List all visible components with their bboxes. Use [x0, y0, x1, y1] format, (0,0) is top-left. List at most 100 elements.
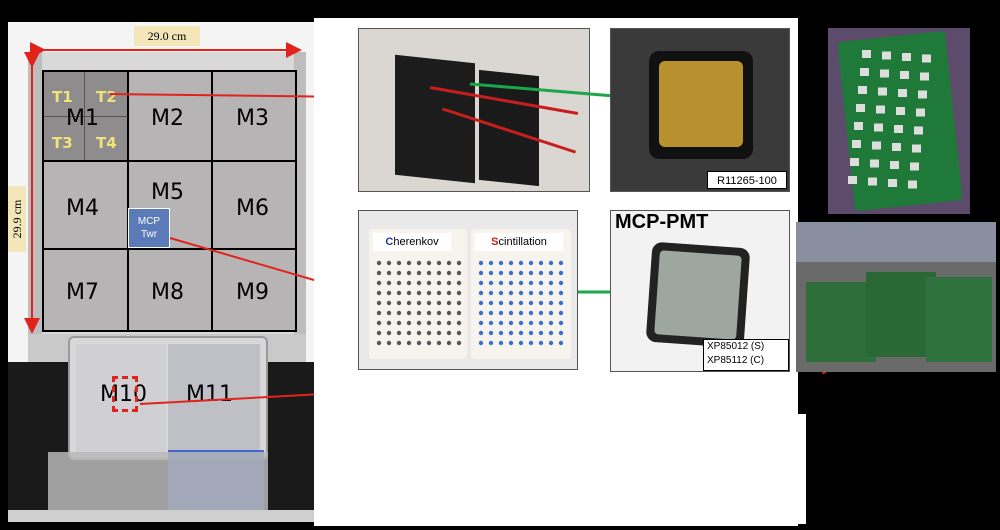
fiber-hole [508, 340, 514, 346]
fiber-hole [488, 270, 494, 276]
fiber-hole [478, 290, 484, 296]
fiber-hole [446, 300, 452, 306]
module-m10 [76, 344, 166, 454]
fiber-hole [478, 310, 484, 316]
fiber-hole [518, 280, 524, 286]
grid-line-h1 [42, 160, 297, 162]
fiber-hole [558, 340, 564, 346]
fiber-hole [528, 320, 534, 326]
fiber-hole [538, 270, 544, 276]
module-label-m10: M10 [100, 382, 147, 407]
fiber-hole [538, 300, 544, 306]
fiber-hole [498, 320, 504, 326]
module-label-m8: M8 [151, 280, 184, 305]
fiber-hole [558, 270, 564, 276]
fiber-hole [446, 310, 452, 316]
module-label-m6: M6 [236, 196, 269, 221]
tower-label-t4: T4 [96, 134, 117, 152]
sipm-chip [848, 176, 857, 184]
fiber-hole [426, 300, 432, 306]
fiber-hole [498, 260, 504, 266]
fiber-hole [528, 260, 534, 266]
module-label-m7: M7 [66, 280, 99, 305]
xp85012-label: XP85012 (S) [707, 341, 765, 352]
fiber-hole [538, 320, 544, 326]
fiber-hole [446, 260, 452, 266]
fiber-hole [376, 340, 382, 346]
width-dimension-label: 29.0 cm [134, 26, 200, 46]
sipm-chip [916, 108, 925, 117]
fiber-hole [528, 270, 534, 276]
electronics-board-3 [926, 277, 992, 362]
scintillation-label: Scintillation [475, 233, 563, 251]
sipm-chip [890, 161, 899, 169]
fiber-hole [446, 320, 452, 326]
bottom-right-white [798, 414, 806, 524]
fiber-hole [376, 270, 382, 276]
fiber-hole [386, 260, 392, 266]
fiber-hole [548, 300, 554, 306]
fiber-hole [426, 310, 432, 316]
electronics-board-2 [866, 272, 936, 357]
readout-electronics-photo [796, 222, 996, 372]
sipm-chip [898, 89, 907, 97]
fiber-hole [436, 310, 442, 316]
mcp-pmt-photo: MCP-PMT XP85012 (S) XP85112 (C) [610, 210, 790, 372]
fiber-hole [478, 260, 484, 266]
fiber-hole [406, 260, 412, 266]
sipm-board-photo [828, 28, 970, 214]
fiber-hole [416, 320, 422, 326]
grid-line-v1 [127, 70, 129, 332]
fiber-hole [508, 270, 514, 276]
fiber-hole [508, 320, 514, 326]
ribbon-cables [796, 222, 996, 262]
frame-rail-right [294, 52, 306, 362]
fiber-hole [416, 300, 422, 306]
fiber-hole [538, 330, 544, 336]
fiber-hole [406, 300, 412, 306]
fiber-hole [548, 290, 554, 296]
fiber-hole [558, 320, 564, 326]
fiber-hole [548, 310, 554, 316]
fiber-hole [396, 290, 402, 296]
fiber-hole [396, 340, 402, 346]
fiber-hole [548, 260, 554, 266]
m10-dashed-box [112, 376, 138, 412]
fiber-hole [416, 270, 422, 276]
fiber-hole [528, 280, 534, 286]
fiber-hole [518, 330, 524, 336]
fiber-hole [426, 270, 432, 276]
cherenkov-label: Cherenkov [373, 233, 451, 251]
fiber-hole [436, 290, 442, 296]
fiber-hole [376, 320, 382, 326]
fiber-hole [478, 320, 484, 326]
fiber-hole [498, 330, 504, 336]
fiber-hole [508, 280, 514, 286]
xp-label-box: XP85012 (S) XP85112 (C) [703, 339, 789, 371]
fiber-hole [416, 290, 422, 296]
electronics-board-1 [806, 282, 876, 362]
fiber-hole [456, 290, 462, 296]
fiber-hole [528, 340, 534, 346]
fiber-hole [376, 330, 382, 336]
sipm-chip [880, 69, 889, 78]
fiber-hole [406, 320, 412, 326]
fiber-hole [386, 310, 392, 316]
fiber-hole [456, 270, 462, 276]
fiber-hole [518, 320, 524, 326]
mcp-pmt-title: MCP-PMT [615, 211, 709, 233]
fiber-hole [446, 270, 452, 276]
r11265-label: R11265-100 [707, 171, 787, 189]
sipm-chip [870, 159, 879, 168]
sipm-chip [874, 123, 883, 132]
fiber-hole [456, 320, 462, 326]
fiber-hole [518, 340, 524, 346]
fiber-hole [376, 260, 382, 266]
fiber-hole [558, 310, 564, 316]
fiber-hole [416, 310, 422, 316]
fiber-hole [498, 270, 504, 276]
fiber-hole [416, 280, 422, 286]
fiber-hole [548, 280, 554, 286]
fiber-hole [446, 330, 452, 336]
fiber-hole [498, 310, 504, 316]
